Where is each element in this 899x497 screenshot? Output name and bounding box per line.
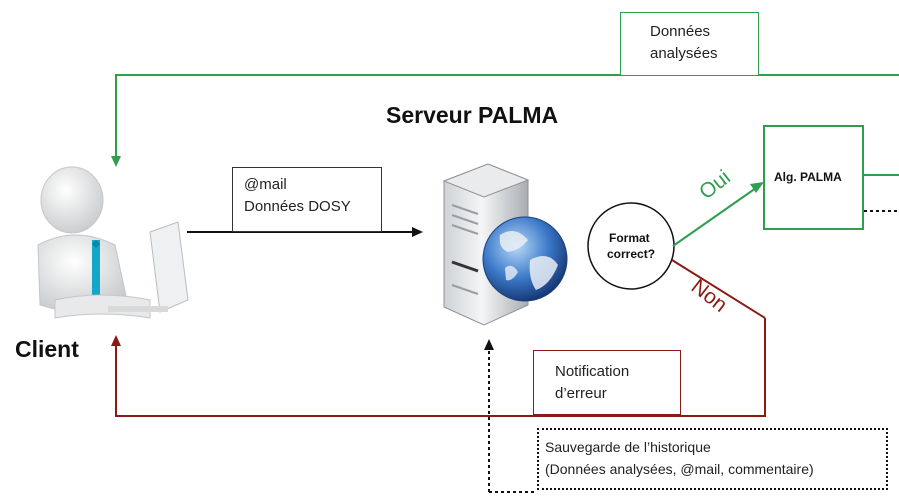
result-arrowhead [111, 156, 121, 167]
algorithm-label: Alg. PALMA [774, 170, 842, 184]
globe-icon [482, 216, 568, 302]
error-notification-box: Notification d’erreur [533, 350, 681, 415]
format-check-circle [587, 202, 675, 290]
error-line2: d’erreur [555, 385, 607, 402]
client-label: Client [15, 336, 79, 362]
upload-arrowhead [412, 227, 423, 237]
error-line1: Notification [555, 363, 630, 380]
analyzed-data-box: Données analysées [620, 12, 759, 76]
history-line1: Sauvegarde de l’historique [545, 439, 711, 455]
client-figure-icon [37, 166, 189, 319]
algorithm-box: Alg. PALMA [763, 125, 864, 230]
analyzed-line1: Données [650, 23, 711, 40]
history-box: Sauvegarde de l’historique (Données anal… [537, 428, 888, 490]
yes-branch-line [672, 187, 757, 247]
error-arrow-line [115, 318, 766, 417]
input-data-box: @mail Données DOSY [232, 167, 382, 232]
input-dosy-label: Données DOSY [244, 198, 351, 215]
decision-line1: Format [609, 231, 650, 245]
error-arrowhead [111, 335, 121, 346]
history-line2: (Données analysées, @mail, commentaire) [545, 461, 814, 477]
page-title: Serveur PALMA [386, 102, 559, 128]
decision-line2: correct? [607, 247, 656, 261]
no-branch-line [671, 259, 766, 319]
input-mail-label: @mail [244, 176, 287, 193]
yes-branch-arrowhead [750, 182, 764, 193]
history-arrowhead [484, 339, 494, 350]
analyzed-line2: analysées [650, 45, 718, 62]
